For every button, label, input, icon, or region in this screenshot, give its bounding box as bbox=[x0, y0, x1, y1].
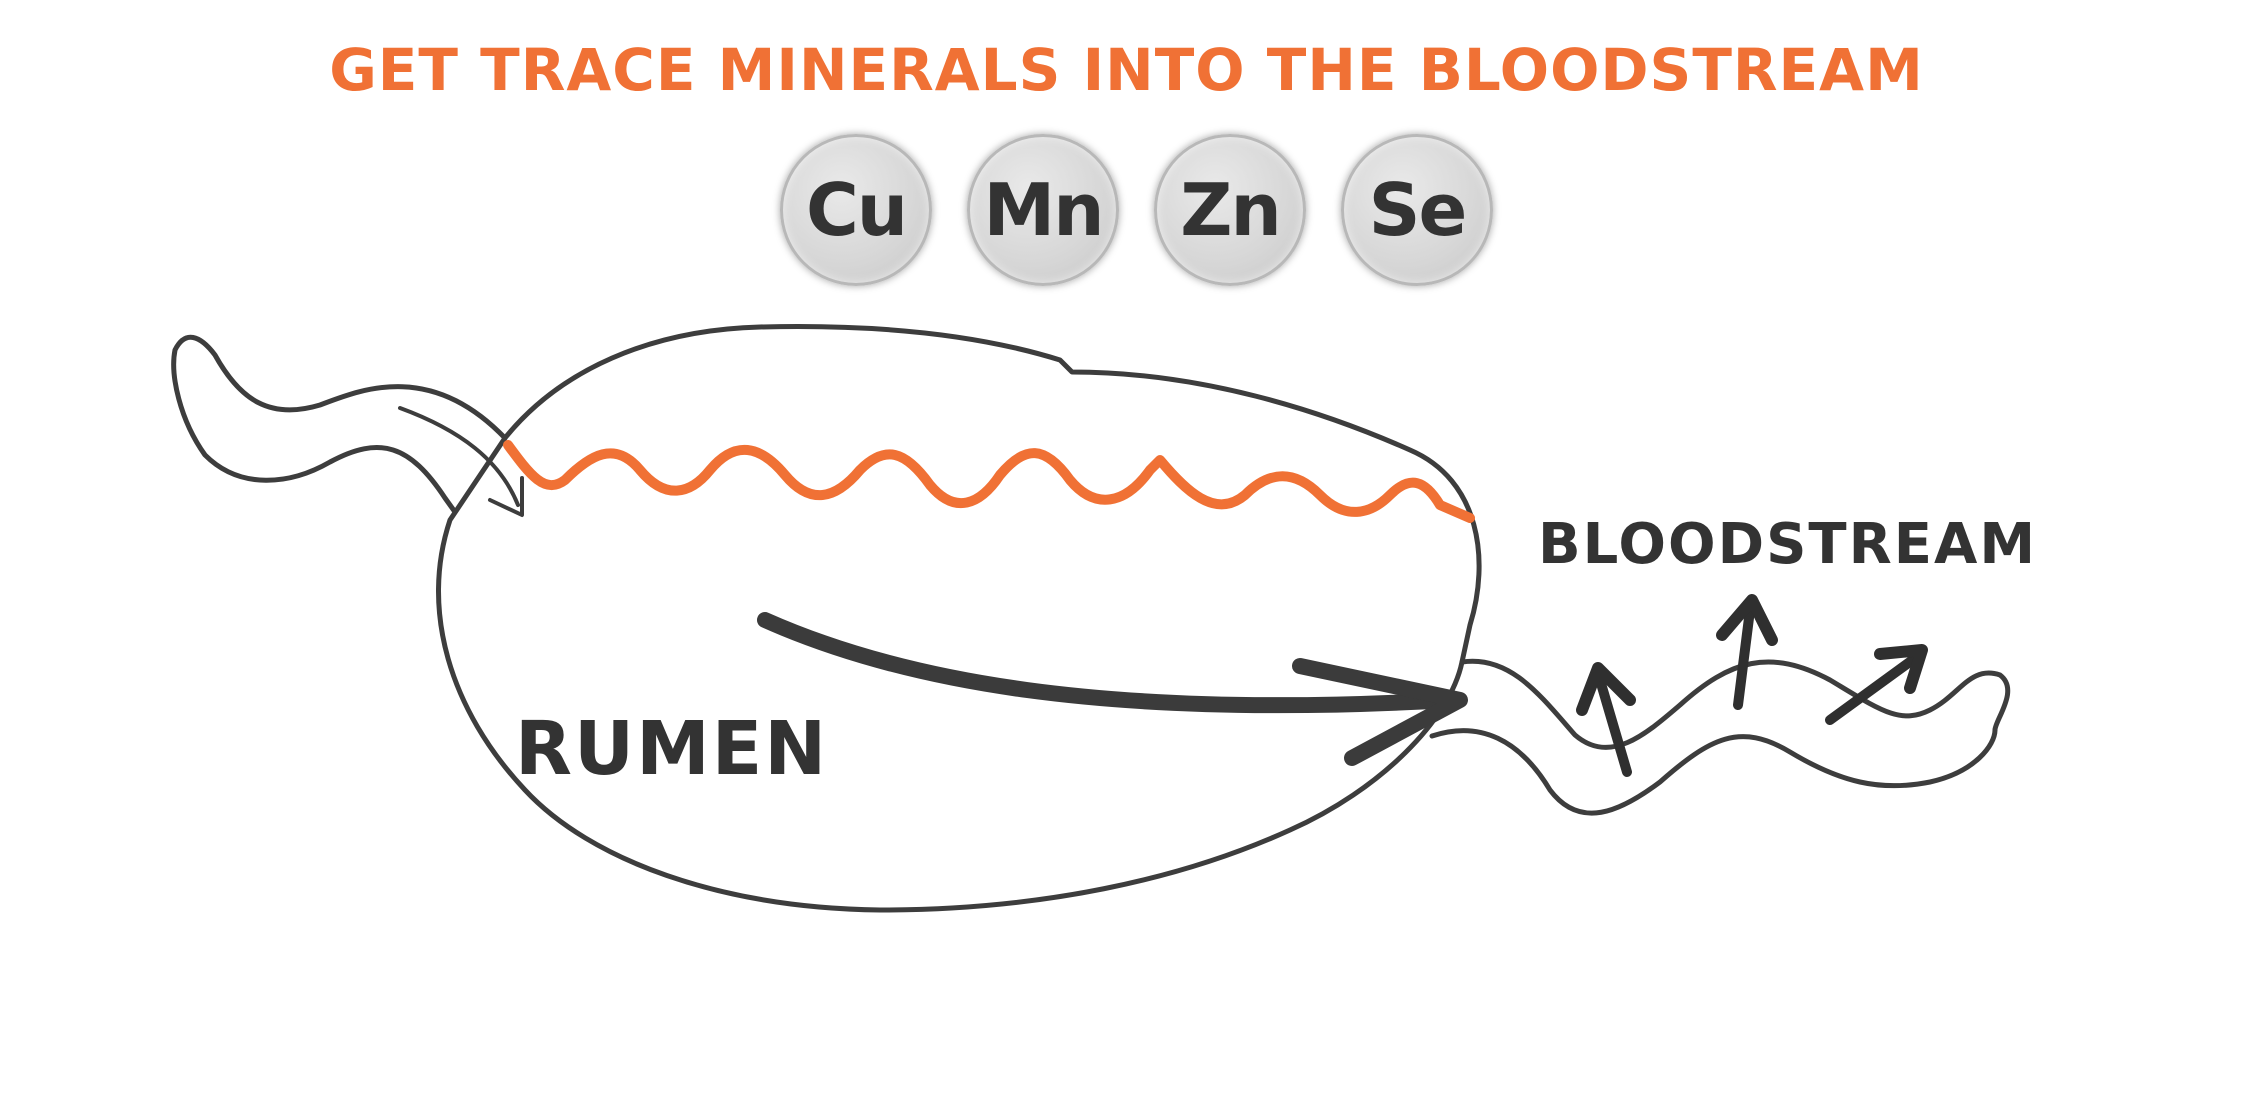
bloodstream-label: BLOODSTREAM bbox=[1538, 512, 2038, 577]
intestine-outline-top bbox=[1459, 658, 2011, 750]
rumen-to-intestine-arrow-icon bbox=[757, 612, 1458, 714]
absorption-arrow-1-icon bbox=[1595, 675, 1632, 777]
rumen-outline bbox=[436, 324, 1482, 913]
absorption-arrows bbox=[1576, 594, 1928, 777]
absorption-arrow-3-icon bbox=[1825, 651, 1923, 725]
absorption-arrow-2-icon bbox=[1733, 605, 1755, 710]
intestine-outline-bottom bbox=[1429, 727, 1998, 816]
entry-arrow-icon bbox=[398, 406, 520, 507]
mineral-badge-cu: Cu bbox=[780, 134, 932, 286]
rumen-label: RUMEN bbox=[515, 706, 829, 792]
mineral-badge-zn: Zn bbox=[1154, 134, 1306, 286]
esophagus-outline bbox=[171, 335, 508, 515]
mineral-badge-mn: Mn bbox=[967, 134, 1119, 286]
entry-arrowhead-icon bbox=[488, 476, 524, 517]
orange-wave-line bbox=[503, 440, 1475, 523]
mineral-badge-se: Se bbox=[1341, 134, 1493, 286]
rumen-to-intestine-arrowhead-icon bbox=[1292, 658, 1468, 766]
mineral-badges: Cu Mn Zn Se bbox=[780, 134, 1500, 294]
diagram-title: GET TRACE MINERALS INTO THE BLOODSTREAM bbox=[329, 36, 1924, 104]
